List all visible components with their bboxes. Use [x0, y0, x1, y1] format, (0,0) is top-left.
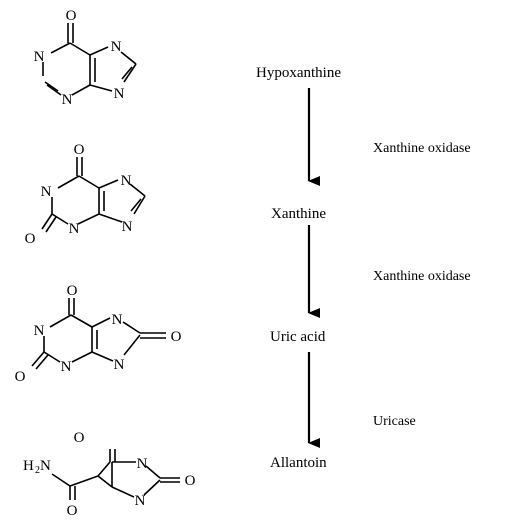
- allantoin-atom-o-right: O: [185, 473, 196, 489]
- hypoxanthine-structure: [42, 23, 137, 96]
- xanthine-atom-n7: N: [121, 173, 132, 189]
- enzyme-labels: Xanthine oxidase Xanthine oxidase Uricas…: [373, 141, 471, 429]
- uric-acid-atom-o6: O: [67, 283, 78, 299]
- compound-labels: Hypoxanthine Xanthine Uric acid Allantoi…: [256, 65, 341, 471]
- compound-label-uric-acid: Uric acid: [270, 329, 326, 345]
- allantoin-atom-n-lower: N: [135, 493, 146, 509]
- uric-acid-atom-o8: O: [171, 329, 182, 345]
- compound-label-xanthine: Xanthine: [271, 206, 326, 222]
- allantoin-amide-h-subscript: 2: [35, 465, 40, 476]
- uric-acid-atom-o2: O: [15, 369, 26, 385]
- xanthine-atom-n3: N: [69, 221, 80, 237]
- hypoxanthine-atom-o: O: [66, 8, 77, 24]
- xanthine-atom-o6: O: [74, 142, 85, 158]
- enzyme-label-2: Xanthine oxidase: [373, 269, 471, 284]
- allantoin-structure: [51, 449, 180, 500]
- compound-label-allantoin: Allantoin: [270, 455, 327, 471]
- hypoxanthine-atom-n1: N: [34, 49, 45, 65]
- allantoin-amide-n: N: [40, 458, 51, 474]
- uric-acid-atom-labels: O N O N N O N: [15, 283, 182, 385]
- uric-acid-structure: [31, 298, 166, 370]
- hypoxanthine-atom-n7: N: [111, 39, 122, 55]
- uric-acid-atom-n1: N: [34, 323, 45, 339]
- uric-acid-atom-n7: N: [112, 312, 123, 328]
- xanthine-atom-n1: N: [41, 184, 52, 200]
- xanthine-atom-o2: O: [25, 231, 36, 247]
- allantoin-atom-labels: H 2 N O O N O N: [23, 430, 196, 519]
- enzyme-label-3: Uricase: [373, 414, 416, 429]
- uric-acid-atom-n9: N: [114, 357, 125, 373]
- allantoin-atom-o-amide: O: [67, 503, 78, 516]
- allantoin-atom-n-upper: N: [137, 456, 148, 472]
- hypoxanthine-atom-n3: N: [62, 92, 73, 108]
- allantoin-amide-h: H: [23, 458, 34, 474]
- xanthine-structure: [41, 157, 146, 233]
- hypoxanthine-atom-labels: O N N N N: [34, 8, 125, 108]
- xanthine-atom-labels: O N O N N N: [25, 142, 133, 247]
- allantoin-atom-o-left: O: [74, 430, 85, 446]
- hypoxanthine-atom-n9: N: [114, 86, 125, 102]
- uric-acid-atom-n3: N: [61, 359, 72, 375]
- xanthine-atom-n9: N: [122, 219, 133, 235]
- compound-label-hypoxanthine: Hypoxanthine: [256, 65, 341, 81]
- enzyme-label-1: Xanthine oxidase: [373, 141, 471, 156]
